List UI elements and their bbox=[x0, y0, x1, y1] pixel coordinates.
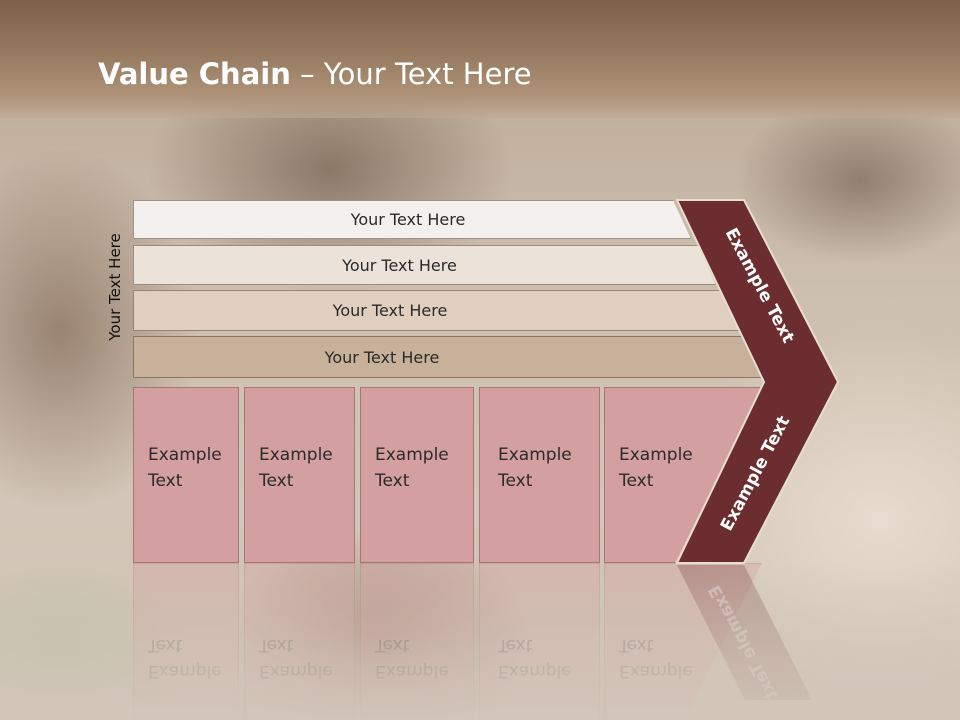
title-bold: Value Chain bbox=[98, 57, 291, 91]
chevron-shape bbox=[675, 199, 840, 564]
column-5-line1: Example bbox=[619, 445, 693, 465]
title-banner bbox=[0, 0, 960, 118]
bar-3-label: Your Text Here bbox=[332, 301, 448, 320]
bar-2-label: Your Text Here bbox=[342, 255, 457, 275]
slide-title: Value Chain – Your Text Here bbox=[98, 55, 532, 93]
column-1-line2: Text bbox=[148, 471, 183, 491]
bar-1: Your Text Here bbox=[133, 200, 691, 239]
column-3-line2: Text bbox=[375, 471, 410, 491]
column-3-line1: Example bbox=[375, 445, 449, 465]
column-1-line1: Example bbox=[148, 445, 222, 465]
bar-4-label: Your Text Here bbox=[324, 347, 440, 367]
column-4-line1: Example bbox=[498, 445, 572, 465]
title-rest: – Your Text Here bbox=[290, 57, 532, 91]
bar-2: Your Text Here bbox=[133, 245, 716, 285]
reflection-fade bbox=[0, 563, 960, 720]
column-4-line2: Text bbox=[498, 471, 533, 491]
column-2-line2: Text bbox=[259, 471, 294, 491]
bar-4: Your Text Here bbox=[133, 336, 763, 378]
bar-1-label: Your Text Here bbox=[350, 210, 466, 229]
column-5-line2: Text bbox=[619, 471, 654, 491]
column-2-line1: Example bbox=[259, 445, 333, 465]
bar-3: Your Text Here bbox=[133, 290, 739, 331]
